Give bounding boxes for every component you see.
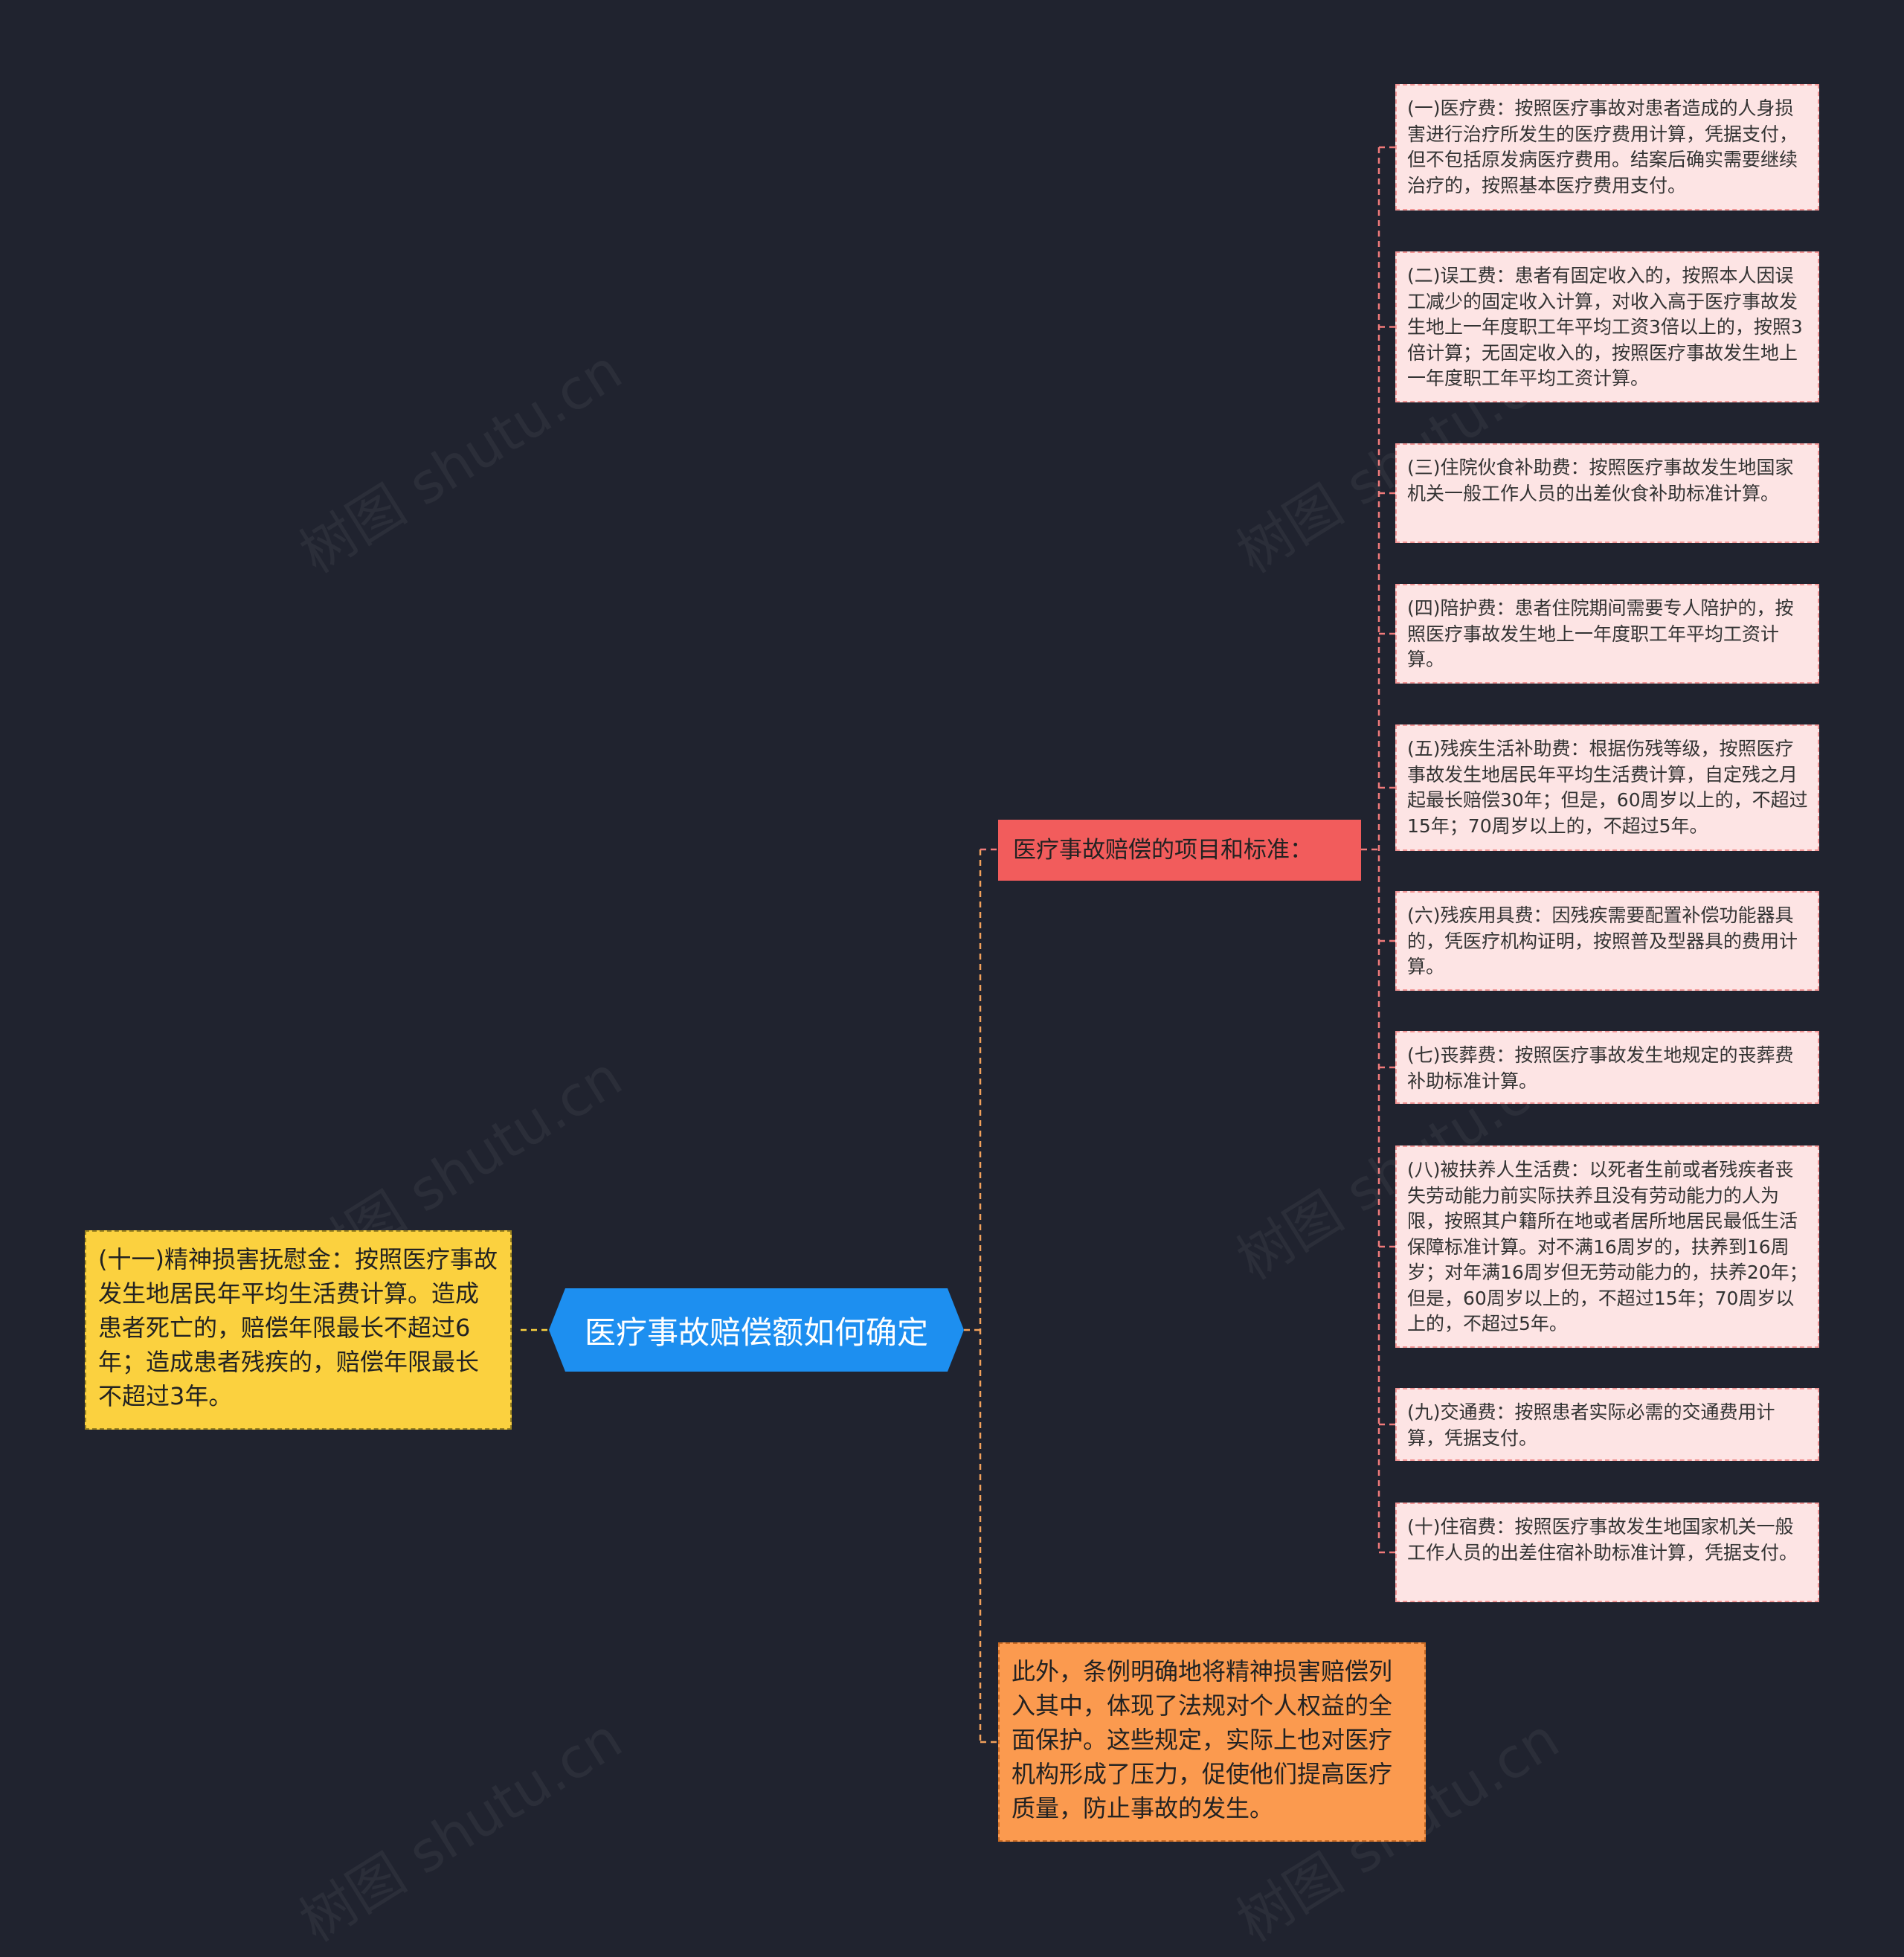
item-mental-damage-solatium[interactable]: (十一)精神损害抚慰金：按照医疗事故发生地居民年平均生活费计算。造成患者死亡的，… xyxy=(85,1230,512,1430)
item-hospital-meal-subsidy[interactable]: (三)住院伙食补助费：按照医疗事故发生地国家机关一般工作人员的出差伙食补助标准计… xyxy=(1395,443,1819,543)
item-dependent-living-expense[interactable]: (八)被扶养人生活费：以死者生前或者残疾者丧失劳动能力前实际扶养且没有劳动能力的… xyxy=(1395,1145,1819,1348)
item-transport-fee[interactable]: (九)交通费：按照患者实际必需的交通费用计算，凭据支付。 xyxy=(1395,1388,1819,1461)
item-nursing-fee[interactable]: (四)陪护费：患者住院期间需要专人陪护的，按照医疗事故发生地上一年度职工年平均工… xyxy=(1395,584,1819,684)
item-disability-aid-fee[interactable]: (六)残疾用具费：因残疾需要配置补偿功能器具的，凭医疗机构证明，按照普及型器具的… xyxy=(1395,891,1819,991)
item-medical-fee[interactable]: (一)医疗费：按照医疗事故对患者造成的人身损害进行治疗所发生的医疗费用计算，凭据… xyxy=(1395,84,1819,211)
note-supplementary-remarks[interactable]: 此外，条例明确地将精神损害赔偿列入其中，体现了法规对个人权益的全面保护。这些规定… xyxy=(998,1642,1426,1842)
root-node-shape xyxy=(549,1288,964,1372)
root-node[interactable]: 医疗事故赔偿额如何确定 xyxy=(584,1314,928,1351)
section-node-compensation-items[interactable]: 医疗事故赔偿的项目和标准： xyxy=(998,820,1361,881)
item-accommodation-fee[interactable]: (十)住宿费：按照医疗事故发生地国家机关一般工作人员的出差住宿补助标准计算，凭据… xyxy=(1395,1503,1819,1602)
item-lost-wages[interactable]: (二)误工费：患者有固定收入的，按照本人因误工减少的固定收入计算，对收入高于医疗… xyxy=(1395,251,1819,402)
item-funeral-fee[interactable]: (七)丧葬费：按照医疗事故发生地规定的丧葬费补助标准计算。 xyxy=(1395,1031,1819,1104)
item-disability-living-subsidy[interactable]: (五)残疾生活补助费：根据伤残等级，按照医疗事故发生地居民年平均生活费计算，自定… xyxy=(1395,724,1819,851)
